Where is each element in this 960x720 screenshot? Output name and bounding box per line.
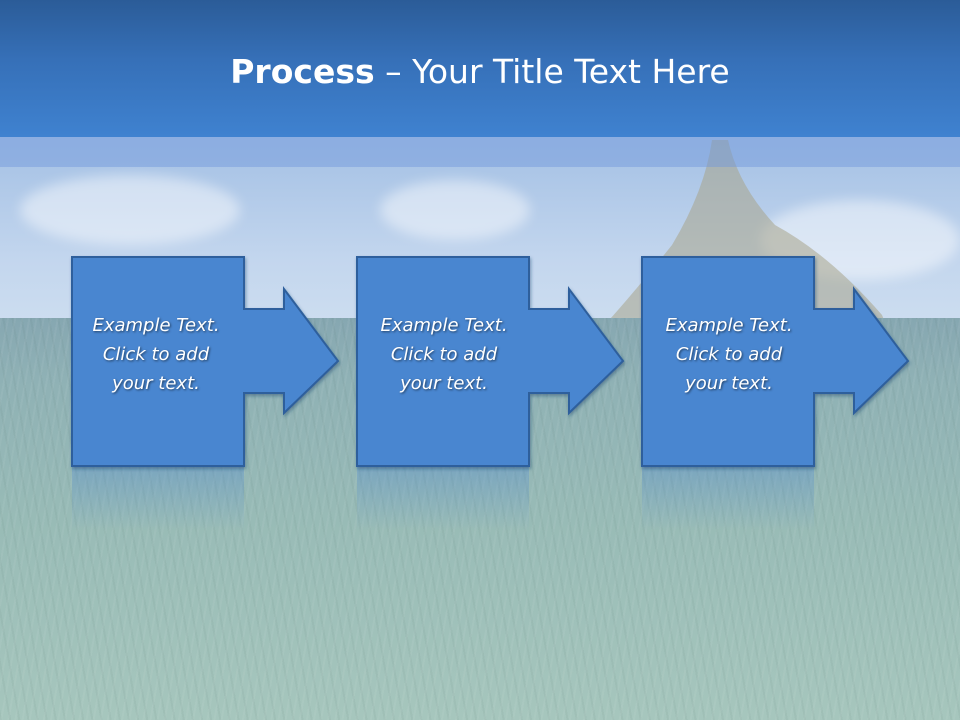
step-3-text[interactable]: Example Text. Click to add your text. xyxy=(665,315,793,394)
step-2-reflection xyxy=(357,466,529,530)
cloud xyxy=(20,175,240,245)
page-title[interactable]: Process – Your Title Text Here xyxy=(0,52,960,91)
title-bold: Process xyxy=(230,52,375,91)
step-2-text[interactable]: Example Text. Click to add your text. xyxy=(380,315,508,394)
process-step-2[interactable] xyxy=(356,256,625,530)
cloud xyxy=(380,180,530,240)
header-band xyxy=(0,137,960,167)
process-step-3[interactable] xyxy=(641,256,910,530)
step-3-shape xyxy=(641,256,910,467)
title-bar: Process – Your Title Text Here xyxy=(0,0,960,137)
process-step-1[interactable] xyxy=(71,256,340,530)
step-1-text[interactable]: Example Text. Click to add your text. xyxy=(92,315,220,394)
step-1-shape xyxy=(71,256,340,467)
step-2-shape xyxy=(356,256,625,467)
title-rest: – Your Title Text Here xyxy=(374,52,730,91)
step-1-reflection xyxy=(72,466,244,530)
step-3-reflection xyxy=(642,466,814,530)
